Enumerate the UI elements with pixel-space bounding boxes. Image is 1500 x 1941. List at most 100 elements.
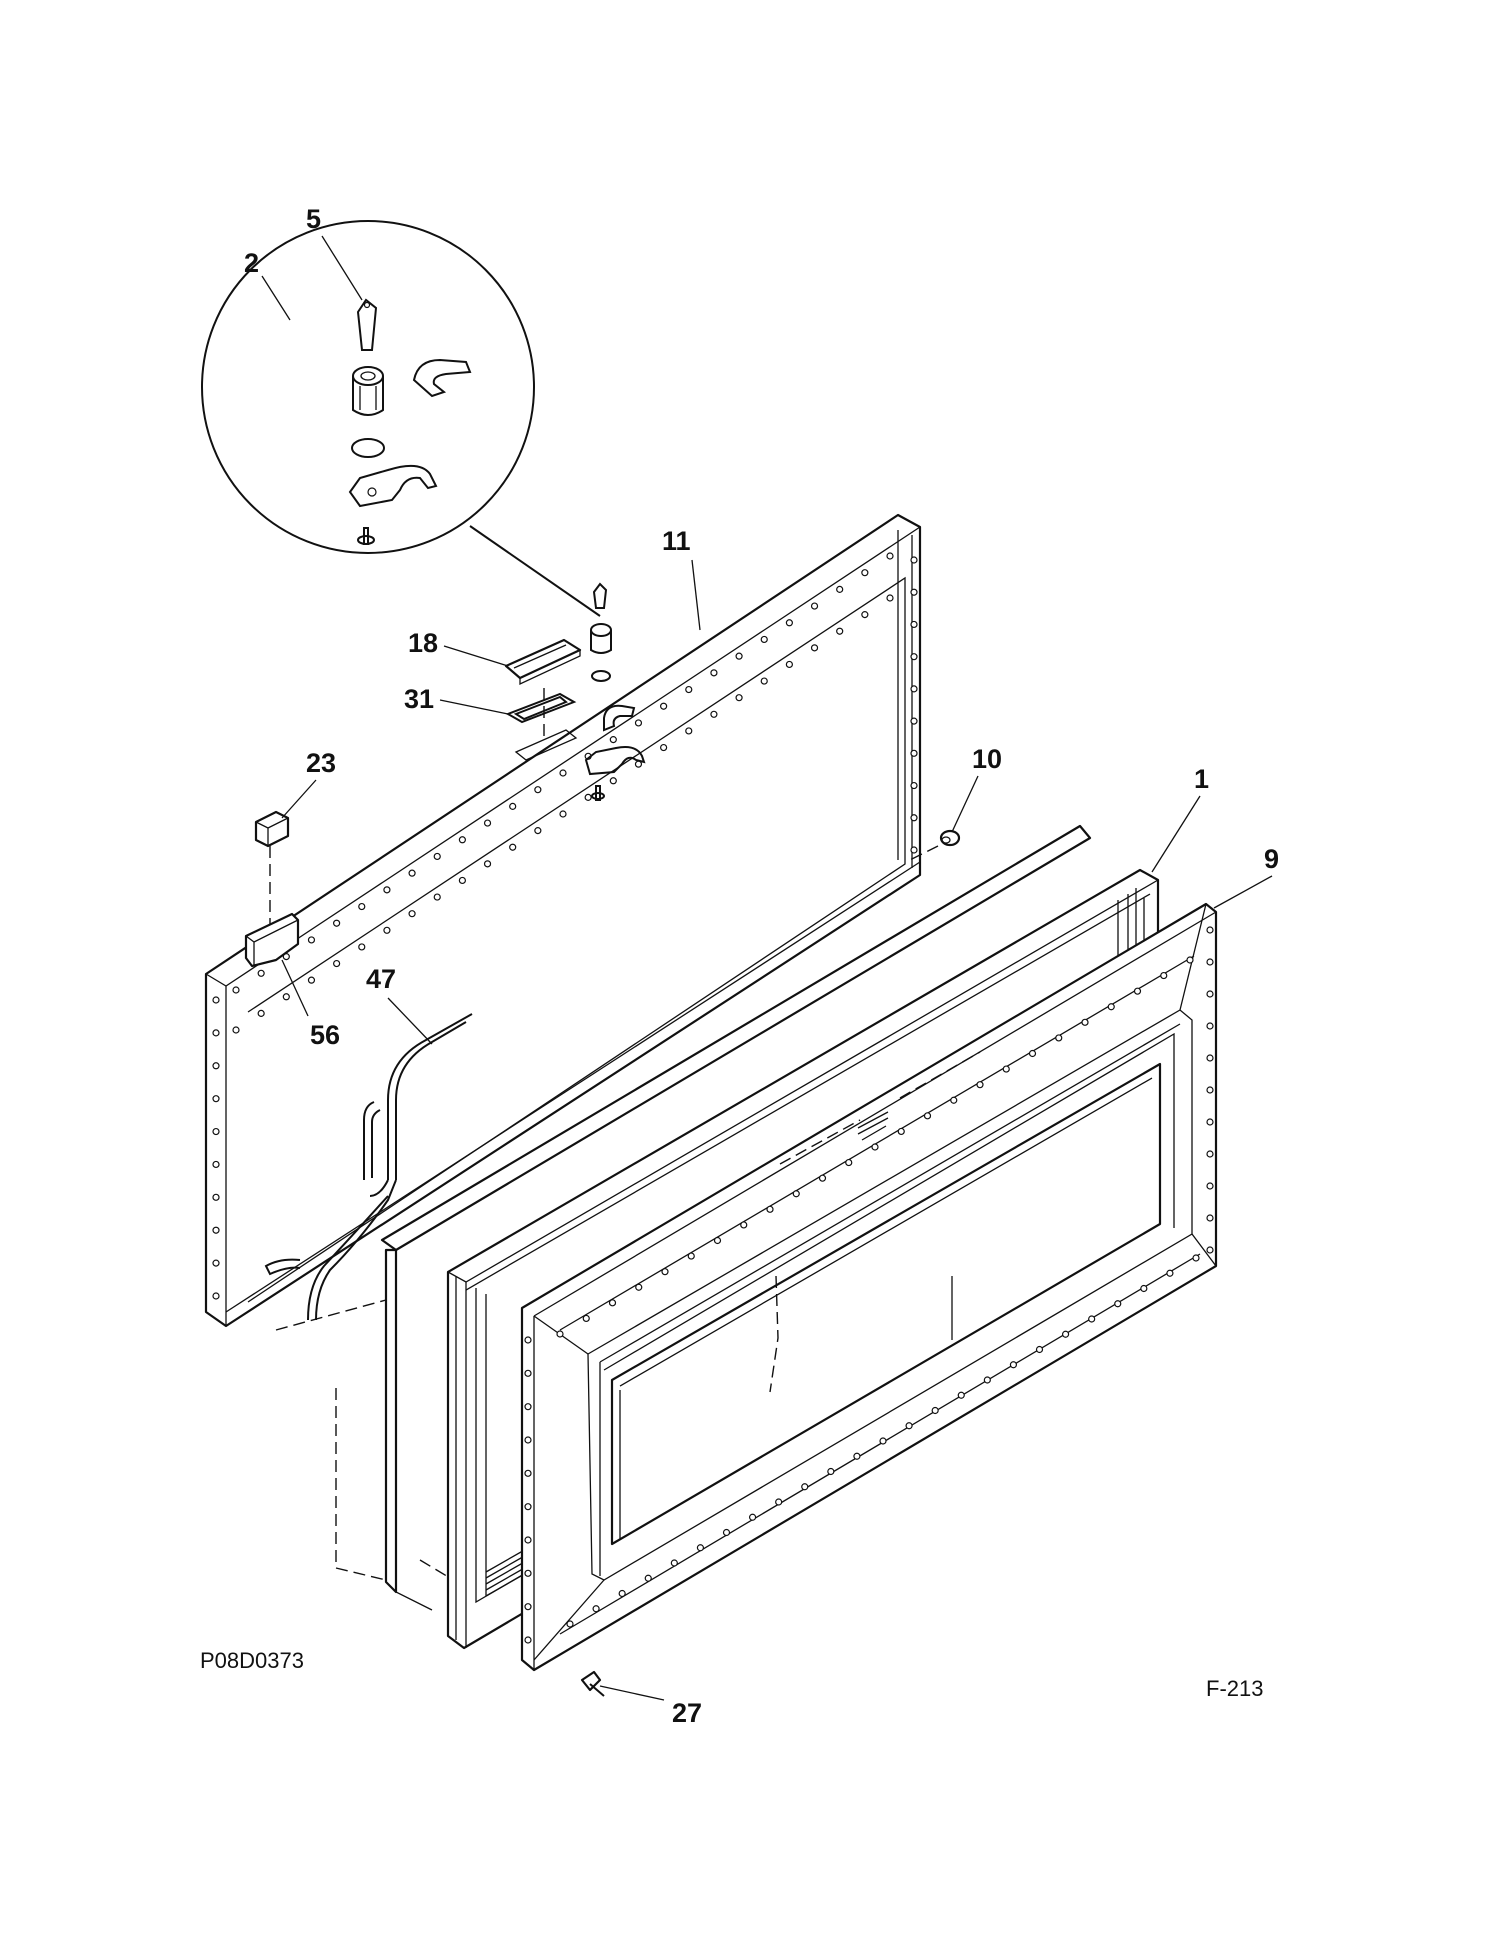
screw-hole [1107, 1003, 1115, 1011]
screw-hole [661, 1268, 669, 1276]
screw-hole [983, 1376, 991, 1384]
screw-hole [905, 1422, 913, 1430]
screw-hole [818, 1174, 827, 1182]
callout-56: 56 [310, 1020, 340, 1050]
screw-hole [212, 1292, 220, 1300]
screw-hole [1206, 1086, 1214, 1094]
screw-hole [212, 1062, 220, 1070]
screw-hole [383, 886, 391, 894]
screw-hole [257, 969, 265, 977]
lock-assembly-installed [584, 582, 646, 801]
screw-hole [923, 1112, 932, 1120]
screw-hole [212, 1193, 220, 1201]
screw-hole [592, 1605, 600, 1613]
screw-hole [358, 943, 366, 951]
screw-hole [845, 1158, 853, 1167]
screw-hole [836, 627, 844, 635]
screw-hole [1206, 1054, 1214, 1062]
screw-hole [760, 635, 768, 644]
screw-hole [618, 1589, 626, 1598]
screw-hole [861, 569, 869, 577]
screw-hole [910, 846, 918, 854]
screw-hole [1081, 1018, 1089, 1026]
screw-hole [910, 717, 918, 725]
screw-hole [931, 1406, 939, 1415]
screw-hole [853, 1452, 861, 1460]
screw-hole [760, 677, 768, 685]
o-ring-part [351, 438, 385, 458]
screw-hole [524, 1369, 532, 1377]
screw-hole [879, 1437, 887, 1445]
screw-hole [232, 986, 240, 994]
screw-hole [524, 1436, 532, 1444]
lock-cam-part [348, 464, 438, 508]
callout-labels: 5 2 11 18 31 23 10 1 9 47 56 27 [244, 204, 1279, 1728]
screw-hole [910, 749, 918, 757]
screw-hole [212, 1160, 220, 1169]
screw-hole [871, 1143, 879, 1151]
callout-27: 27 [672, 1698, 702, 1728]
screw-hole [827, 1467, 835, 1476]
screw-hole [609, 736, 617, 744]
outer-panel-screw-holes [524, 926, 1214, 1644]
cam-screw-part [357, 527, 375, 545]
callout-47: 47 [366, 964, 396, 994]
screw-hole [524, 1536, 532, 1544]
back-panel-screw-holes [212, 552, 918, 1300]
hinge-cap-part [254, 810, 290, 848]
screw-hole [886, 594, 894, 602]
screw-hole [524, 1636, 532, 1644]
door-screw-part [580, 1670, 605, 1697]
screw-hole [408, 910, 416, 918]
screw-hole [1061, 1330, 1070, 1338]
screw-hole [212, 1029, 220, 1037]
screw-hole [957, 1391, 965, 1399]
screw-hole [333, 919, 341, 927]
screw-hole [556, 1330, 564, 1338]
screw-hole [534, 786, 542, 794]
screw-hole [713, 1236, 722, 1245]
screw-hole [232, 1026, 240, 1034]
screw-hole [1206, 1182, 1214, 1190]
screw-hole [910, 814, 918, 822]
screw-hole [483, 819, 492, 827]
screw-hole [458, 876, 466, 885]
screw-hole [433, 852, 441, 861]
screw-hole [358, 902, 366, 911]
screw-hole [282, 993, 290, 1001]
drawing-number: P08D0373 [200, 1648, 304, 1673]
screw-hole [212, 1127, 220, 1136]
screw-hole [1186, 956, 1194, 964]
screw-hole [1206, 1214, 1214, 1222]
screw-hole [307, 936, 316, 944]
screw-hole [257, 1009, 265, 1017]
screw-hole [524, 1403, 532, 1411]
screw-hole [609, 777, 617, 785]
retaining-clip-part [412, 358, 472, 398]
screw-hole [910, 781, 918, 790]
screw-hole [710, 669, 718, 677]
screw-hole [766, 1205, 774, 1213]
screw-hole [408, 869, 416, 877]
screw-hole [685, 727, 693, 735]
wire-harness-part [264, 1013, 473, 1321]
screw-hole [634, 719, 643, 727]
screw-hole [810, 602, 819, 610]
screw-hole [524, 1503, 532, 1511]
screw-hole [1009, 1361, 1018, 1369]
screw-hole [1160, 971, 1168, 980]
screw-hole [910, 685, 918, 693]
screw-hole [696, 1544, 705, 1552]
screw-hole [1002, 1065, 1010, 1073]
screw-hole [910, 588, 918, 596]
screw-hole [785, 660, 793, 669]
screw-hole [566, 1620, 574, 1628]
door-liner-core [275, 824, 1092, 1611]
lock-cylinder-part [352, 366, 384, 416]
screw-hole [1206, 1022, 1214, 1030]
screw-hole [897, 1127, 905, 1136]
screw-hole [524, 1469, 532, 1477]
screw-hole [735, 652, 743, 660]
screw-hole [748, 1513, 757, 1521]
screw-hole [976, 1081, 984, 1089]
